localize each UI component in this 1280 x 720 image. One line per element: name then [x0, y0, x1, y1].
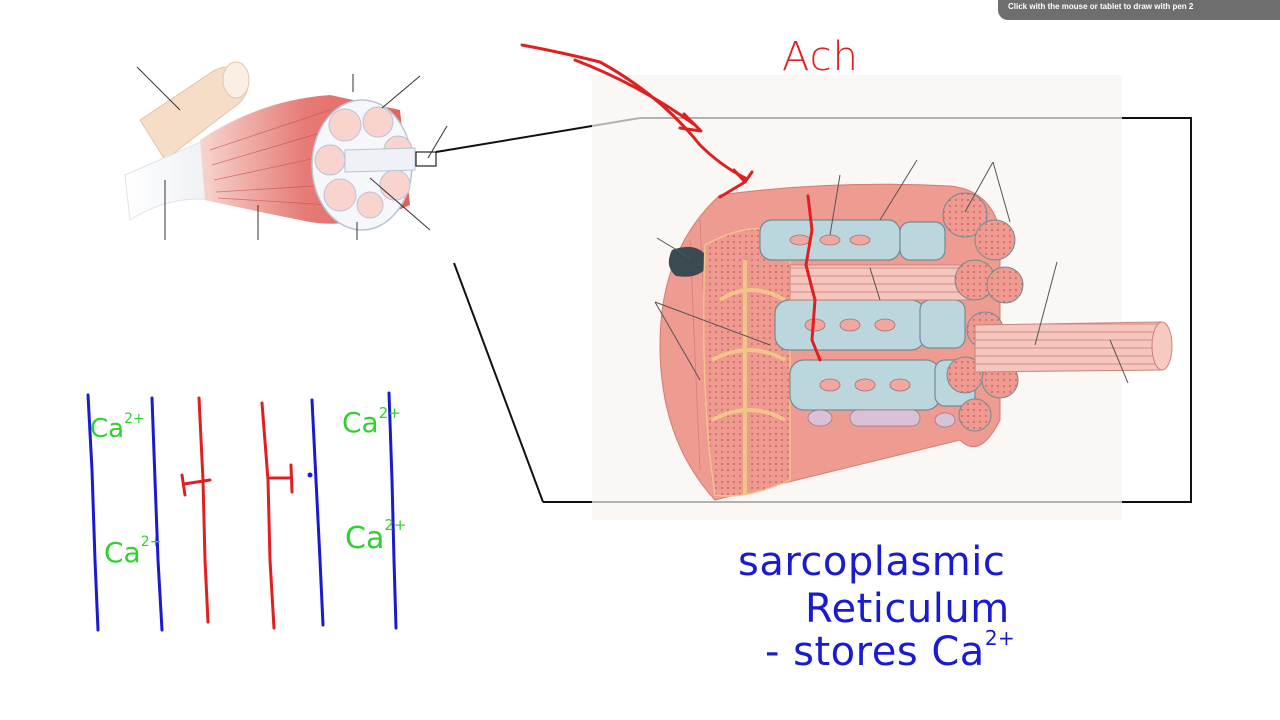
- sr-caption-line2: Reticulum: [805, 586, 1010, 632]
- red-membrane-line: [199, 398, 208, 622]
- blue-membrane-line: [312, 400, 323, 625]
- receptor-mark: [270, 465, 292, 492]
- red-membrane-line: [262, 403, 274, 628]
- sr-caption-line1: sarcoplasmic: [738, 539, 1005, 585]
- ach-label: Ach: [782, 34, 859, 80]
- sr-caption-line3: - stores Ca2+: [765, 626, 1015, 675]
- ca-ion-label: Ca2+: [90, 411, 145, 444]
- calcium-ion-labels: Ca2+ Ca2+ Ca2+ Ca2+: [90, 404, 406, 569]
- muscle-fiber-illustration: [592, 75, 1172, 520]
- ca-ion-label: Ca2+: [342, 404, 401, 439]
- receptor-mark: [182, 475, 210, 495]
- blue-membrane-line: [389, 393, 396, 628]
- blue-membrane-line: [152, 398, 162, 630]
- sr-caption: sarcoplasmic Reticulum - stores Ca2+: [738, 539, 1015, 675]
- channel-dot: [308, 473, 313, 478]
- ca-ion-label: Ca2+: [345, 516, 406, 556]
- ca-ion-label: Ca2+: [104, 534, 161, 569]
- muscle-illustration: [125, 62, 447, 240]
